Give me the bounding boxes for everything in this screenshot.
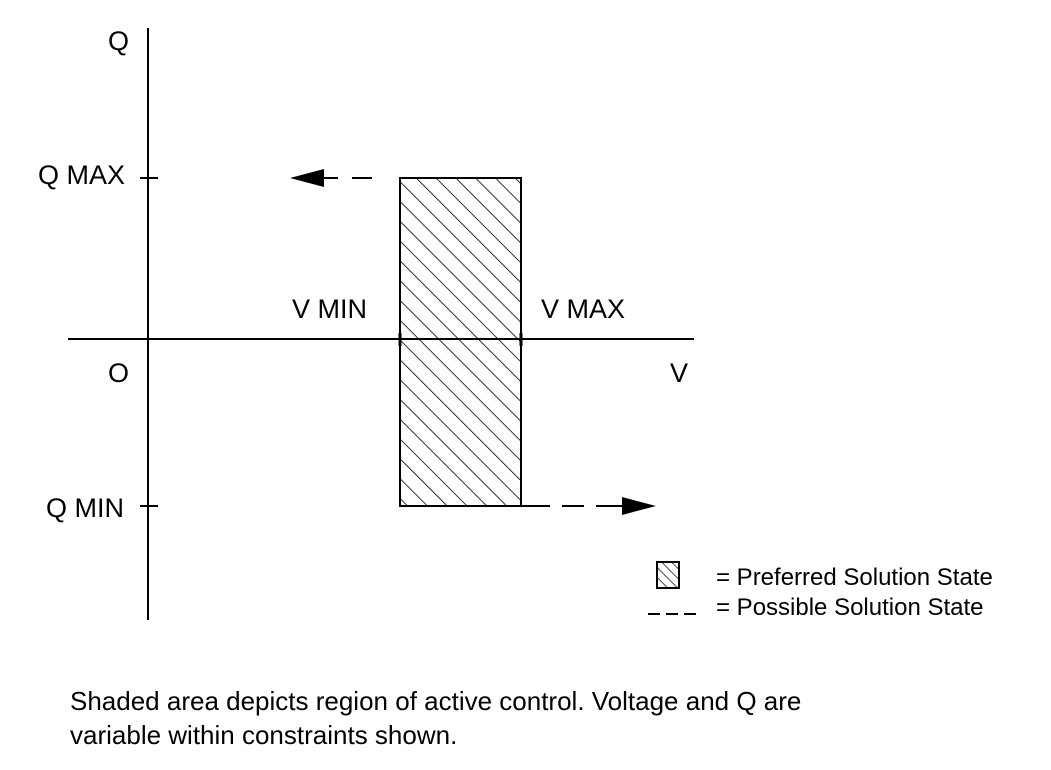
v-max-label: V MAX — [541, 294, 625, 324]
legend: = Preferred Solution State = Possible So… — [648, 561, 993, 621]
q-axis-label: Q — [108, 26, 129, 56]
preferred-region — [399, 177, 522, 507]
v-min-label: V MIN — [292, 294, 367, 324]
q-max-label: Q MAX — [38, 160, 125, 190]
legend-hatch-swatch — [656, 561, 680, 589]
possible-state-arrow-left — [290, 169, 372, 187]
legend-preferred-label: = Preferred Solution State — [716, 564, 993, 591]
caption-line-1: Shaded area depicts region of active con… — [70, 686, 802, 716]
possible-state-arrow-right — [521, 497, 656, 515]
caption-line-2: variable within constraints shown. — [70, 720, 458, 750]
caption: Shaded area depicts region of active con… — [70, 684, 1010, 752]
legend-possible-label: = Possible Solution State — [716, 594, 984, 621]
origin-label: O — [108, 358, 129, 388]
v-axis-label: V — [670, 358, 688, 388]
q-min-label: Q MIN — [46, 493, 124, 523]
